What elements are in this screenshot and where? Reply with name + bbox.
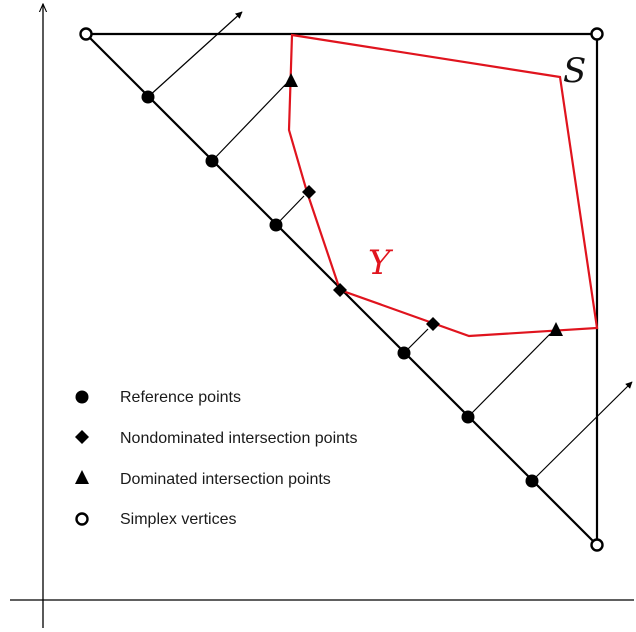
simplex-vertex xyxy=(590,538,604,552)
simplex-label: S xyxy=(563,51,586,91)
simplex-vertex xyxy=(79,27,93,41)
region-y-polygon xyxy=(287,33,599,338)
direction-arrow xyxy=(211,83,287,162)
legend-marker-open-circle xyxy=(75,512,89,526)
dominated-point xyxy=(549,322,563,336)
direction-arrow xyxy=(531,381,633,482)
direction-arrow xyxy=(467,333,551,418)
reference-point xyxy=(205,154,219,168)
region-label: Y xyxy=(368,243,394,283)
reference-points xyxy=(141,90,539,488)
reference-point xyxy=(269,218,283,232)
direction-arrow xyxy=(147,11,243,98)
reference-point xyxy=(525,474,539,488)
legend-marker-filled-diamond xyxy=(75,430,89,444)
nondominated-point xyxy=(302,185,316,199)
simplex-vertices xyxy=(79,27,604,552)
legend: Reference points Nondominated intersecti… xyxy=(75,389,357,528)
nondominated-point xyxy=(333,283,347,297)
dominated-points xyxy=(284,73,563,336)
direction-arrows xyxy=(147,11,633,482)
nondominated-point xyxy=(426,317,440,331)
nondominated-points xyxy=(302,185,440,331)
direction-arrow xyxy=(275,195,305,226)
legend-label-reference-points: Reference points xyxy=(120,389,241,406)
reference-point xyxy=(397,346,411,360)
dominated-point xyxy=(284,73,298,87)
legend-marker-filled-triangle xyxy=(75,470,89,484)
legend-label-simplex-vertices: Simplex vertices xyxy=(120,511,236,528)
legend-marker-filled-circle xyxy=(75,390,89,404)
reference-point xyxy=(141,90,155,104)
simplex-vertex xyxy=(590,27,604,41)
reference-point xyxy=(461,410,475,424)
legend-label-dominated: Dominated intersection points xyxy=(120,471,331,488)
legend-label-nondominated: Nondominated intersection points xyxy=(120,430,357,447)
